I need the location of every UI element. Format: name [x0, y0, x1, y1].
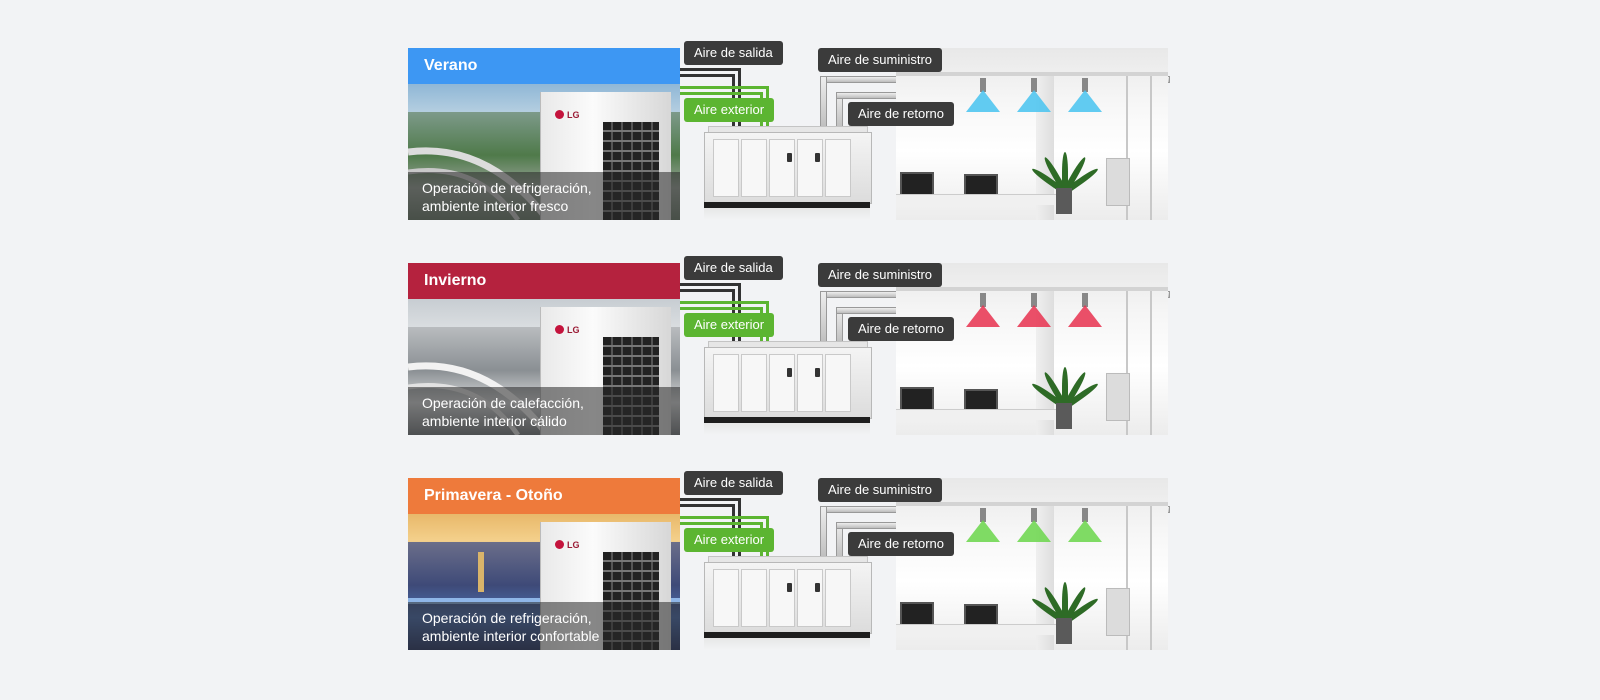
season-row-summer: Verano LG Operación de refrigeración, am…: [408, 41, 1170, 220]
air-handling-unit: [704, 562, 872, 634]
supply-air-label: Aire de suministro: [818, 48, 943, 72]
caption-line-2: ambiente interior cálido: [422, 413, 567, 429]
air-outlet: [1017, 293, 1051, 329]
season-caption: Operación de refrigeración, ambiente int…: [408, 602, 680, 650]
air-outlet: [1068, 508, 1102, 544]
exhaust-air-label: Aire de salida: [684, 471, 783, 495]
air-outlet: [1017, 78, 1051, 114]
season-title: Invierno: [408, 263, 680, 299]
supply-air-label: Aire de suministro: [818, 263, 943, 287]
air-outlet: [966, 293, 1000, 329]
air-outlet: [1068, 78, 1102, 114]
outdoor-air-label: Aire exterior: [684, 313, 775, 337]
office-interior: [896, 48, 1168, 220]
season-title: Verano: [408, 48, 680, 84]
caption-line-1: Operación de calefacción,: [422, 395, 584, 411]
outdoor-air-label: Aire exterior: [684, 98, 775, 122]
supply-air-label: Aire de suministro: [818, 478, 943, 502]
outdoor-scene: Invierno LG Operación de calefacción, am…: [408, 263, 680, 435]
caption-line-1: Operación de refrigeración,: [422, 180, 592, 196]
air-outlet: [1068, 293, 1102, 329]
caption-line-2: ambiente interior confortable: [422, 628, 600, 644]
air-handling-unit: [704, 347, 872, 419]
air-handling-unit: [704, 132, 872, 204]
return-air-label: Aire de retorno: [848, 317, 954, 341]
outdoor-scene: Verano LG Operación de refrigeración, am…: [408, 48, 680, 220]
lg-logo: LG: [555, 540, 580, 550]
air-outlet: [966, 78, 1000, 114]
air-outlet: [966, 508, 1000, 544]
season-row-winter: Invierno LG Operación de calefacción, am…: [408, 256, 1170, 435]
outdoor-scene: Primavera - Otoño LG Operación de refrig…: [408, 478, 680, 650]
exhaust-air-label: Aire de salida: [684, 41, 783, 65]
caption-line-1: Operación de refrigeración,: [422, 610, 592, 626]
exhaust-air-label: Aire de salida: [684, 256, 783, 280]
office-interior: [896, 263, 1168, 435]
lg-logo: LG: [555, 110, 580, 120]
lg-logo: LG: [555, 325, 580, 335]
season-caption: Operación de calefacción, ambiente inter…: [408, 387, 680, 435]
return-air-label: Aire de retorno: [848, 532, 954, 556]
return-air-label: Aire de retorno: [848, 102, 954, 126]
outdoor-air-label: Aire exterior: [684, 528, 775, 552]
season-caption: Operación de refrigeración, ambiente int…: [408, 172, 680, 220]
season-row-spring-autumn: Primavera - Otoño LG Operación de refrig…: [408, 471, 1170, 650]
caption-line-2: ambiente interior fresco: [422, 198, 569, 214]
office-interior: [896, 478, 1168, 650]
air-outlet: [1017, 508, 1051, 544]
season-title: Primavera - Otoño: [408, 478, 680, 514]
